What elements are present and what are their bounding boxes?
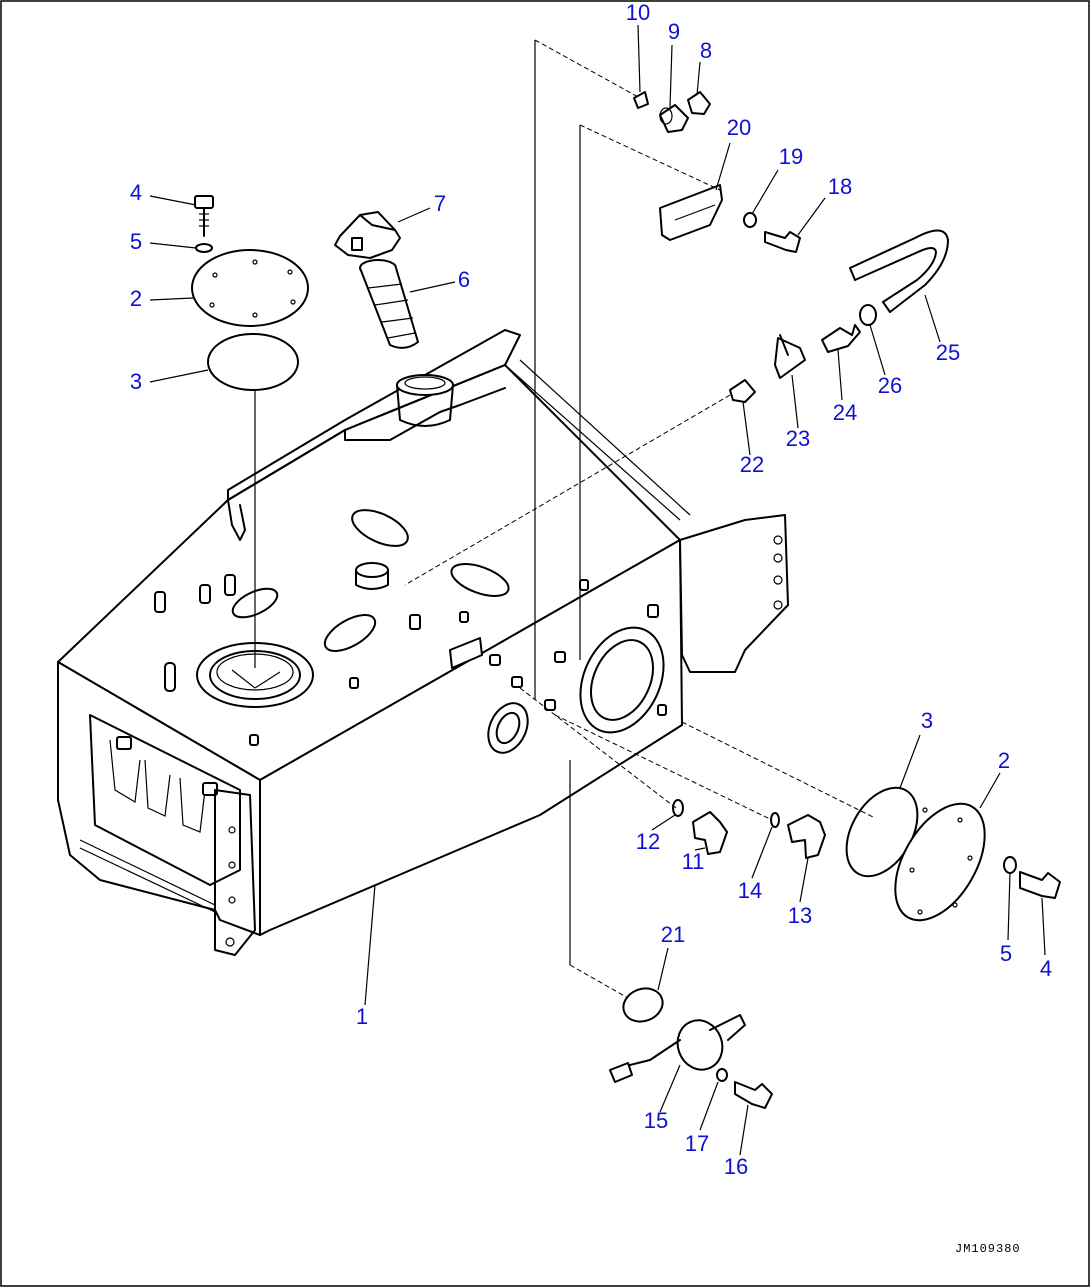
- callout-2-top: 2: [130, 286, 142, 311]
- upper-fittings: [633, 91, 949, 403]
- callout-23: 23: [786, 426, 810, 451]
- drawing-code: JM109380: [955, 1242, 1021, 1256]
- callout-3-top: 3: [130, 369, 142, 394]
- callout-4-side: 4: [1040, 956, 1052, 981]
- callout-20: 20: [727, 115, 751, 140]
- side-cover-assembly: [672, 786, 1061, 922]
- callout-16: 16: [724, 1154, 748, 1179]
- fuel-tank-body: [57, 329, 789, 956]
- callout-2-side: 2: [998, 748, 1010, 773]
- callout-6: 6: [458, 267, 470, 292]
- callout-18: 18: [828, 174, 852, 199]
- callout-3-side: 3: [921, 708, 933, 733]
- callout-17: 17: [685, 1131, 709, 1156]
- callout-14: 14: [738, 878, 762, 903]
- callout-5-top: 5: [130, 229, 142, 254]
- callout-5-side: 5: [1000, 941, 1012, 966]
- callout-1: 1: [356, 1004, 368, 1029]
- callout-7: 7: [434, 191, 446, 216]
- leader-lines: [149, 24, 1046, 1156]
- callout-26: 26: [878, 373, 902, 398]
- callout-25: 25: [936, 340, 960, 365]
- callout-15: 15: [644, 1108, 668, 1133]
- callout-4-top: 4: [130, 180, 142, 205]
- assembly-guide-lines: [404, 39, 876, 999]
- callout-22: 22: [740, 452, 764, 477]
- callout-12: 12: [636, 829, 660, 854]
- callout-24: 24: [833, 400, 857, 425]
- callout-13: 13: [788, 903, 812, 928]
- callout-labels: 1 2 2 3 3 4 4 5 5 6 7 8 9 10 11 12 13 14…: [130, 0, 1052, 1179]
- filler-cap-strainer: [334, 211, 419, 349]
- callout-19: 19: [779, 144, 803, 169]
- callout-8: 8: [700, 38, 712, 63]
- callout-11: 11: [682, 849, 705, 874]
- callout-21: 21: [661, 922, 685, 947]
- top-cover-assembly: [191, 195, 309, 668]
- sender-unit-assembly: [609, 987, 773, 1109]
- callout-9: 9: [668, 19, 680, 44]
- callout-10: 10: [626, 0, 650, 25]
